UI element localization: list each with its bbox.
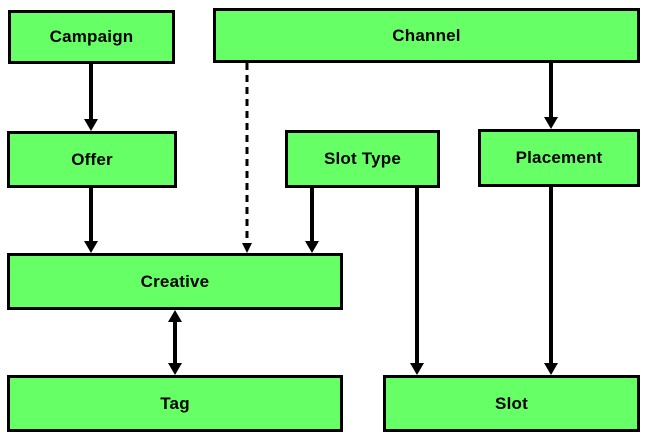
node-tag-label: Tag [160, 393, 190, 413]
node-slot-label: Slot [495, 393, 528, 413]
node-campaign-label: Campaign [49, 27, 134, 46]
node-offer-label: Offer [71, 149, 113, 169]
edge-slot-type-to-slot [410, 188, 424, 375]
edge-channel-to-creative-dashed [242, 63, 252, 253]
node-placement: Placement [478, 129, 640, 187]
node-campaign: Campaign [8, 10, 175, 64]
node-creative-label: Creative [140, 271, 210, 291]
edge-campaign-to-offer [84, 63, 98, 131]
node-tag: Tag [7, 375, 343, 432]
node-creative: Creative [7, 253, 343, 310]
node-slot: Slot [383, 375, 640, 432]
edge-creative-tag-bidirectional [168, 310, 182, 375]
node-placement-label: Placement [515, 148, 603, 167]
edge-slot-type-to-creative [305, 188, 319, 253]
node-channel: Channel [213, 8, 640, 63]
edge-placement-to-slot [544, 187, 558, 375]
node-channel-label: Channel [392, 25, 461, 45]
edge-offer-to-creative [84, 188, 98, 253]
edge-channel-to-placement [544, 63, 558, 129]
node-offer: Offer [7, 131, 177, 188]
node-slot-type: Slot Type [285, 130, 440, 188]
node-slot-type-label: Slot Type [323, 149, 402, 168]
